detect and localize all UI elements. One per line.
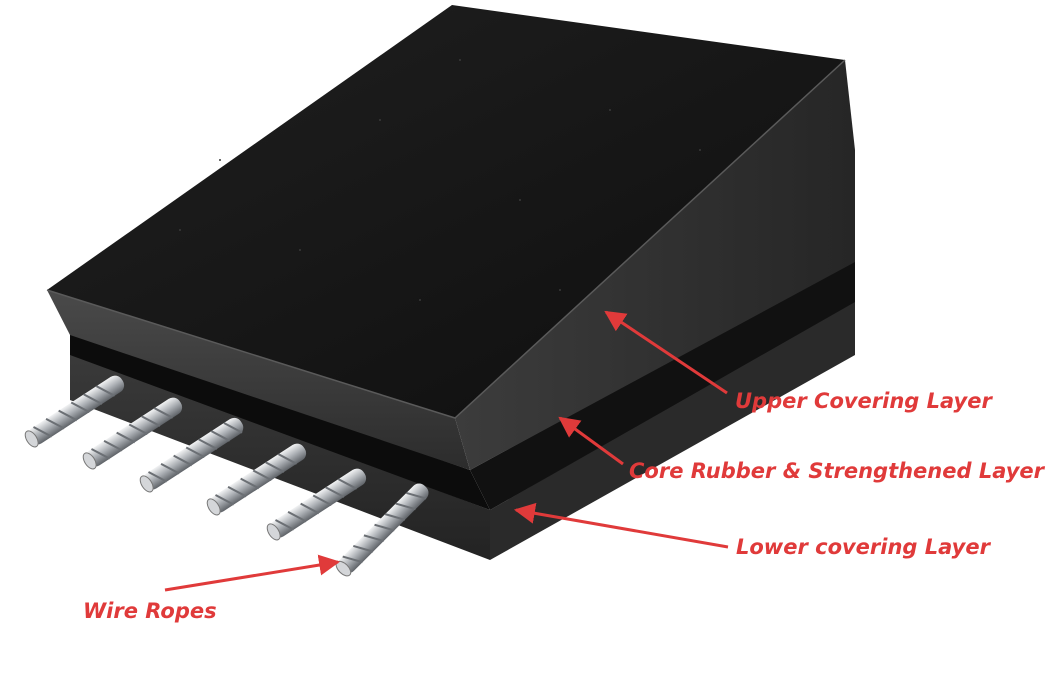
wire-ropes	[24, 375, 429, 577]
wire-ropes-label: Wire Ropes	[83, 599, 217, 623]
wire-rope	[206, 443, 307, 516]
core-rubber-layer	[70, 260, 855, 510]
core-rubber-layer-label: Core Rubber & Strengthened Layer	[629, 459, 1045, 483]
wire-ropes-arrow	[164, 554, 341, 592]
wire-rope	[82, 397, 183, 470]
wire-rope	[139, 417, 244, 493]
upper-covering-layer-label: Upper Covering Layer	[735, 389, 992, 413]
wire-rope	[24, 375, 125, 448]
lower-layer-arrow	[513, 502, 729, 549]
core-layer-arrow	[558, 416, 624, 466]
lower-covering-layer-label: Lower covering Layer	[736, 535, 990, 559]
callout-arrows	[164, 310, 729, 592]
wire-rope	[266, 468, 367, 541]
upper-covering-layer	[46, 5, 855, 470]
upper-layer-arrow	[604, 310, 728, 395]
